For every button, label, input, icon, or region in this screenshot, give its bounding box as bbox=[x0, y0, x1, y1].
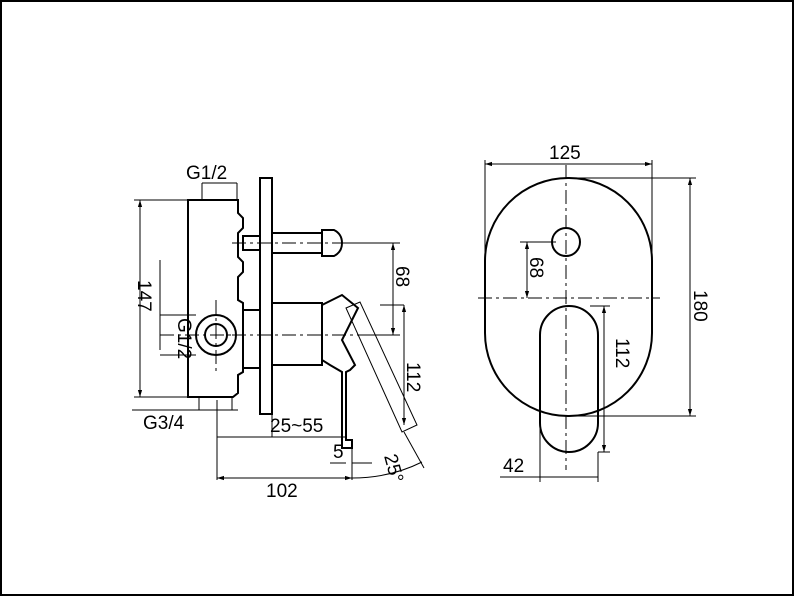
label-wall-depth: 25~55 bbox=[270, 416, 323, 437]
label-plate-gap: 5 bbox=[333, 442, 344, 463]
label-handle-length-front: 112 bbox=[611, 338, 632, 368]
valve-body bbox=[187, 199, 244, 398]
wall-plate bbox=[259, 177, 273, 415]
label-plate-height: 180 bbox=[689, 290, 710, 322]
cartridge-housing bbox=[271, 302, 323, 366]
label-height-overall: 147 bbox=[133, 280, 154, 312]
label-depth-overall: 102 bbox=[266, 481, 298, 502]
cover-plate bbox=[484, 177, 653, 417]
side-view: G1/2 G1/2 147 G3/4 68 112 25~55 5 102 25… bbox=[132, 163, 425, 502]
label-spindle-offset-front: 68 bbox=[525, 257, 546, 278]
handle-swing-outline bbox=[345, 301, 418, 433]
label-handle-width: 42 bbox=[503, 456, 524, 477]
lever-front bbox=[539, 305, 599, 453]
label-handle-angle: 25° bbox=[379, 452, 407, 485]
label-outlet-bottom: G3/4 bbox=[143, 413, 185, 434]
label-inlet-top: G1/2 bbox=[186, 163, 227, 184]
front-view: 125 180 68 112 42 bbox=[478, 143, 710, 482]
label-handle-length-side: 112 bbox=[402, 362, 423, 392]
cartridge-stem bbox=[242, 309, 261, 369]
lever-handle bbox=[321, 293, 360, 449]
label-spindle-offset-side: 68 bbox=[391, 266, 412, 287]
label-inlet-side: G1/2 bbox=[173, 318, 194, 359]
label-plate-width: 125 bbox=[549, 143, 581, 164]
